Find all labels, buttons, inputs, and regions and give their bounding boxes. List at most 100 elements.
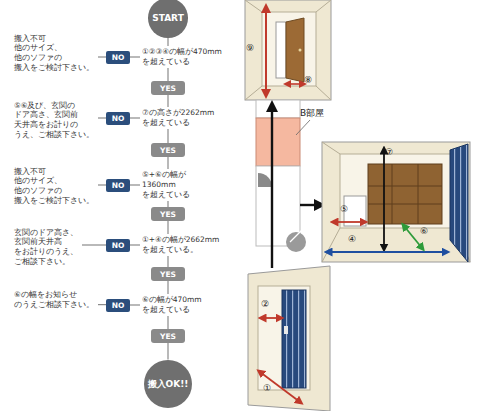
text-line: を超えている bbox=[142, 190, 190, 200]
flow-connector bbox=[98, 304, 106, 305]
node-text: ①②③④の幅が470mm を超えている bbox=[142, 47, 222, 67]
decision-text: ①②③④の幅が470mm を超えている bbox=[140, 46, 224, 68]
flow-connector bbox=[82, 244, 106, 245]
note-text: ⑥の幅をお知らせ のうえご相談下さい。 bbox=[14, 289, 98, 311]
yes-box: YES bbox=[151, 143, 185, 157]
node-text: 搬入OK!! bbox=[148, 378, 189, 391]
text-line: ⑤⑥及び、玄関の bbox=[14, 101, 94, 111]
node-text: ⑤⑥及び、玄関の ドア高さ、玄関前 天井高をお計りの うえ、ご相談下さい。 bbox=[14, 101, 94, 140]
node-text: ⑥の幅が470mm を超えている bbox=[142, 295, 202, 315]
decision-text: ⑥の幅が470mm を超えている bbox=[140, 294, 204, 316]
text-line: NO bbox=[112, 181, 125, 190]
text-line: YES bbox=[160, 332, 176, 341]
text-line: 玄関のドア高さ、 bbox=[14, 228, 78, 238]
node-text: YES bbox=[160, 210, 176, 219]
no-box: NO bbox=[106, 112, 130, 125]
text-line: YES bbox=[160, 84, 176, 93]
text-line: ご相談下さい。 bbox=[14, 257, 78, 267]
start-circle: START bbox=[148, 0, 188, 38]
node-text: ①+④の幅が2662mm を超えている。 bbox=[142, 235, 219, 255]
callout-number: ⑤ bbox=[339, 204, 349, 215]
text-line: 搬入をご検討下さい。 bbox=[14, 196, 94, 206]
text-line: のうえご相談下さい。 bbox=[14, 300, 94, 310]
flow-connector bbox=[167, 157, 168, 169]
flow-connector bbox=[167, 343, 168, 360]
callout-number: ⑦ bbox=[384, 147, 394, 158]
node-text: ⑦の高さが2262mm を超えている bbox=[142, 108, 214, 128]
flow-connector bbox=[167, 95, 168, 107]
note-text: 搬入不可 他のサイズ、 他のソファの 搬入をご検討下さい。 bbox=[14, 33, 98, 74]
flow-connector bbox=[167, 316, 168, 329]
room-label: B部屋 bbox=[299, 108, 325, 119]
callout-number: ⑥ bbox=[419, 226, 429, 237]
text-line: をお計りのうえ、 bbox=[14, 247, 78, 257]
node-text: NO bbox=[112, 114, 125, 123]
node-text: NO bbox=[112, 53, 125, 62]
top-room bbox=[245, 0, 331, 100]
flow-connector bbox=[98, 184, 106, 185]
text-line: ⑥の幅をお知らせ bbox=[14, 290, 94, 300]
callout-number: ④ bbox=[347, 234, 357, 245]
text-line: うえ、ご相談下さい。 bbox=[14, 130, 94, 140]
decision-text: ⑦の高さが2262mm を超えている bbox=[140, 107, 216, 129]
flow-connector bbox=[167, 38, 168, 46]
flow-connector bbox=[98, 117, 106, 118]
no-box: NO bbox=[106, 51, 130, 64]
text-line: 天井高をお計りの bbox=[14, 120, 94, 130]
flow-connector bbox=[167, 68, 168, 81]
middle-room bbox=[322, 142, 470, 262]
node-text: YES bbox=[160, 270, 176, 279]
node-text: NO bbox=[112, 301, 125, 310]
corridor-plan bbox=[256, 100, 320, 268]
node-text: YES bbox=[160, 146, 176, 155]
text-line: ①+④の幅が2662mm bbox=[142, 235, 219, 245]
node-text: START bbox=[152, 13, 184, 23]
note-text: ⑤⑥及び、玄関の ドア高さ、玄関前 天井高をお計りの うえ、ご相談下さい。 bbox=[14, 100, 98, 141]
no-box: NO bbox=[106, 299, 130, 312]
flow-connector bbox=[167, 221, 168, 234]
text-line: を超えている。 bbox=[142, 245, 219, 255]
yes-box: YES bbox=[151, 207, 185, 221]
text-line: を超えている bbox=[142, 305, 202, 315]
entrance-door bbox=[248, 266, 330, 411]
yes-box: YES bbox=[151, 267, 185, 281]
callout-number: ① bbox=[262, 383, 272, 394]
text-line: NO bbox=[112, 114, 125, 123]
node-text: 搬入不可 他のサイズ、 他のソファの 搬入をご検討下さい。 bbox=[14, 167, 94, 206]
yes-box: YES bbox=[151, 329, 185, 343]
text-line: ⑦の高さが2262mm bbox=[142, 108, 214, 118]
text-line: を超えている bbox=[142, 118, 214, 128]
text-line: 搬入OK!! bbox=[148, 378, 189, 391]
flow-connector bbox=[130, 304, 140, 305]
text-line: YES bbox=[160, 210, 176, 219]
node-text: 玄関のドア高さ、 玄関前天井高 をお計りのうえ、 ご相談下さい。 bbox=[14, 228, 78, 267]
callout-number: ⑧ bbox=[303, 75, 313, 86]
text-line: 1360mm bbox=[142, 180, 190, 190]
flow-connector bbox=[98, 56, 106, 57]
no-box: NO bbox=[106, 179, 130, 192]
text-line: 搬入不可 bbox=[14, 167, 94, 177]
text-line: 搬入をご検討下さい。 bbox=[14, 63, 94, 73]
flow-connector bbox=[130, 184, 140, 185]
text-line: ドア高さ、玄関前 bbox=[14, 110, 94, 120]
flow-connector bbox=[167, 281, 168, 294]
end-circle: 搬入OK!! bbox=[144, 360, 193, 409]
note-text: 搬入不可 他のサイズ、 他のソファの 搬入をご検討下さい。 bbox=[14, 166, 98, 207]
decision-text: ⑤+⑥の幅が 1360mm を超えている bbox=[140, 169, 192, 200]
text-line: YES bbox=[160, 270, 176, 279]
node-text: ⑥の幅をお知らせ のうえご相談下さい。 bbox=[14, 290, 94, 310]
node-text: YES bbox=[160, 332, 176, 341]
no-box: NO bbox=[106, 239, 130, 252]
node-text: 搬入不可 他のサイズ、 他のソファの 搬入をご検討下さい。 bbox=[14, 34, 94, 73]
text-line: 他のソファの bbox=[14, 186, 94, 196]
text-line: 玄関前天井高 bbox=[14, 237, 78, 247]
text-line: ①②③④の幅が470mm bbox=[142, 47, 222, 57]
callout-number: ② bbox=[260, 299, 270, 310]
text-line: NO bbox=[112, 301, 125, 310]
decision-text: ①+④の幅が2662mm を超えている。 bbox=[140, 234, 221, 256]
node-text: NO bbox=[112, 241, 125, 250]
flow-connector bbox=[130, 117, 140, 118]
